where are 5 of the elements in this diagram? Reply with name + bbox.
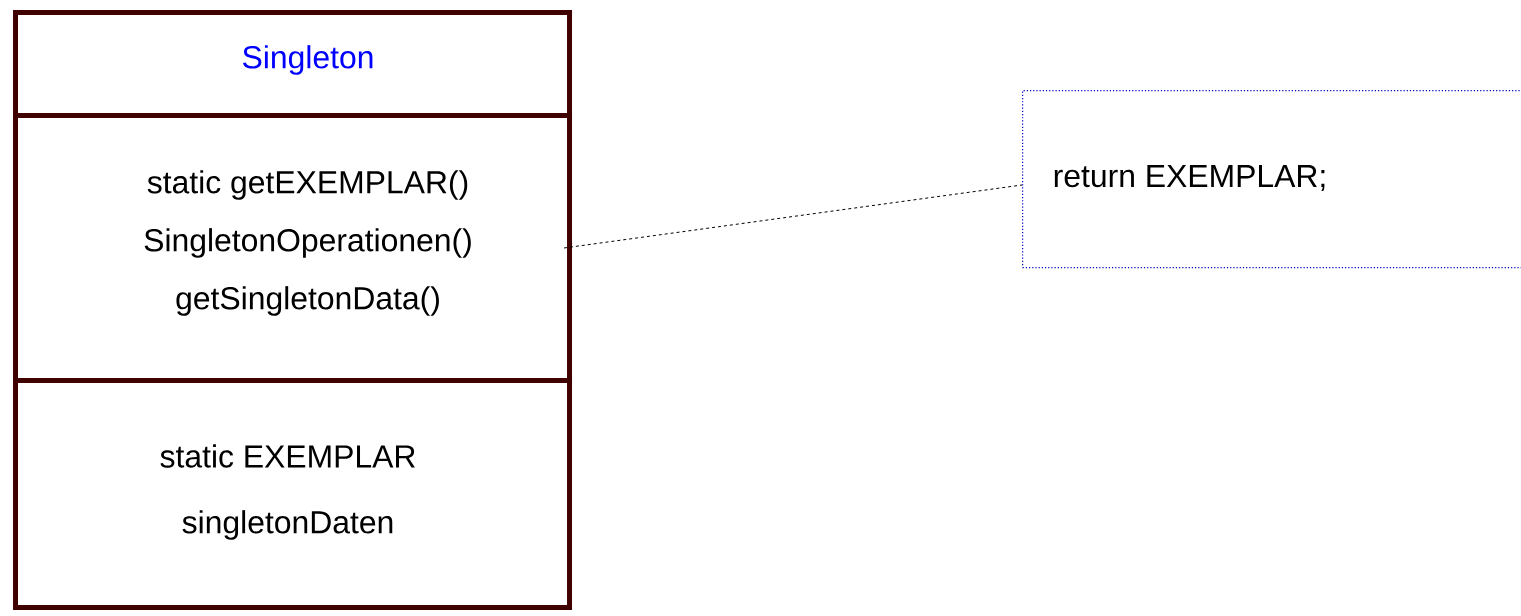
note-box: return EXEMPLAR;	[1022, 90, 1521, 269]
class-compartment: static getEXEMPLAR() SingletonOperationen() getSingletonData()	[13, 113, 572, 383]
class-compartment: static EXEMPLAR singletonDaten	[13, 378, 572, 610]
class-compartment: Singleton	[13, 10, 572, 118]
leader-line	[563, 184, 1023, 249]
